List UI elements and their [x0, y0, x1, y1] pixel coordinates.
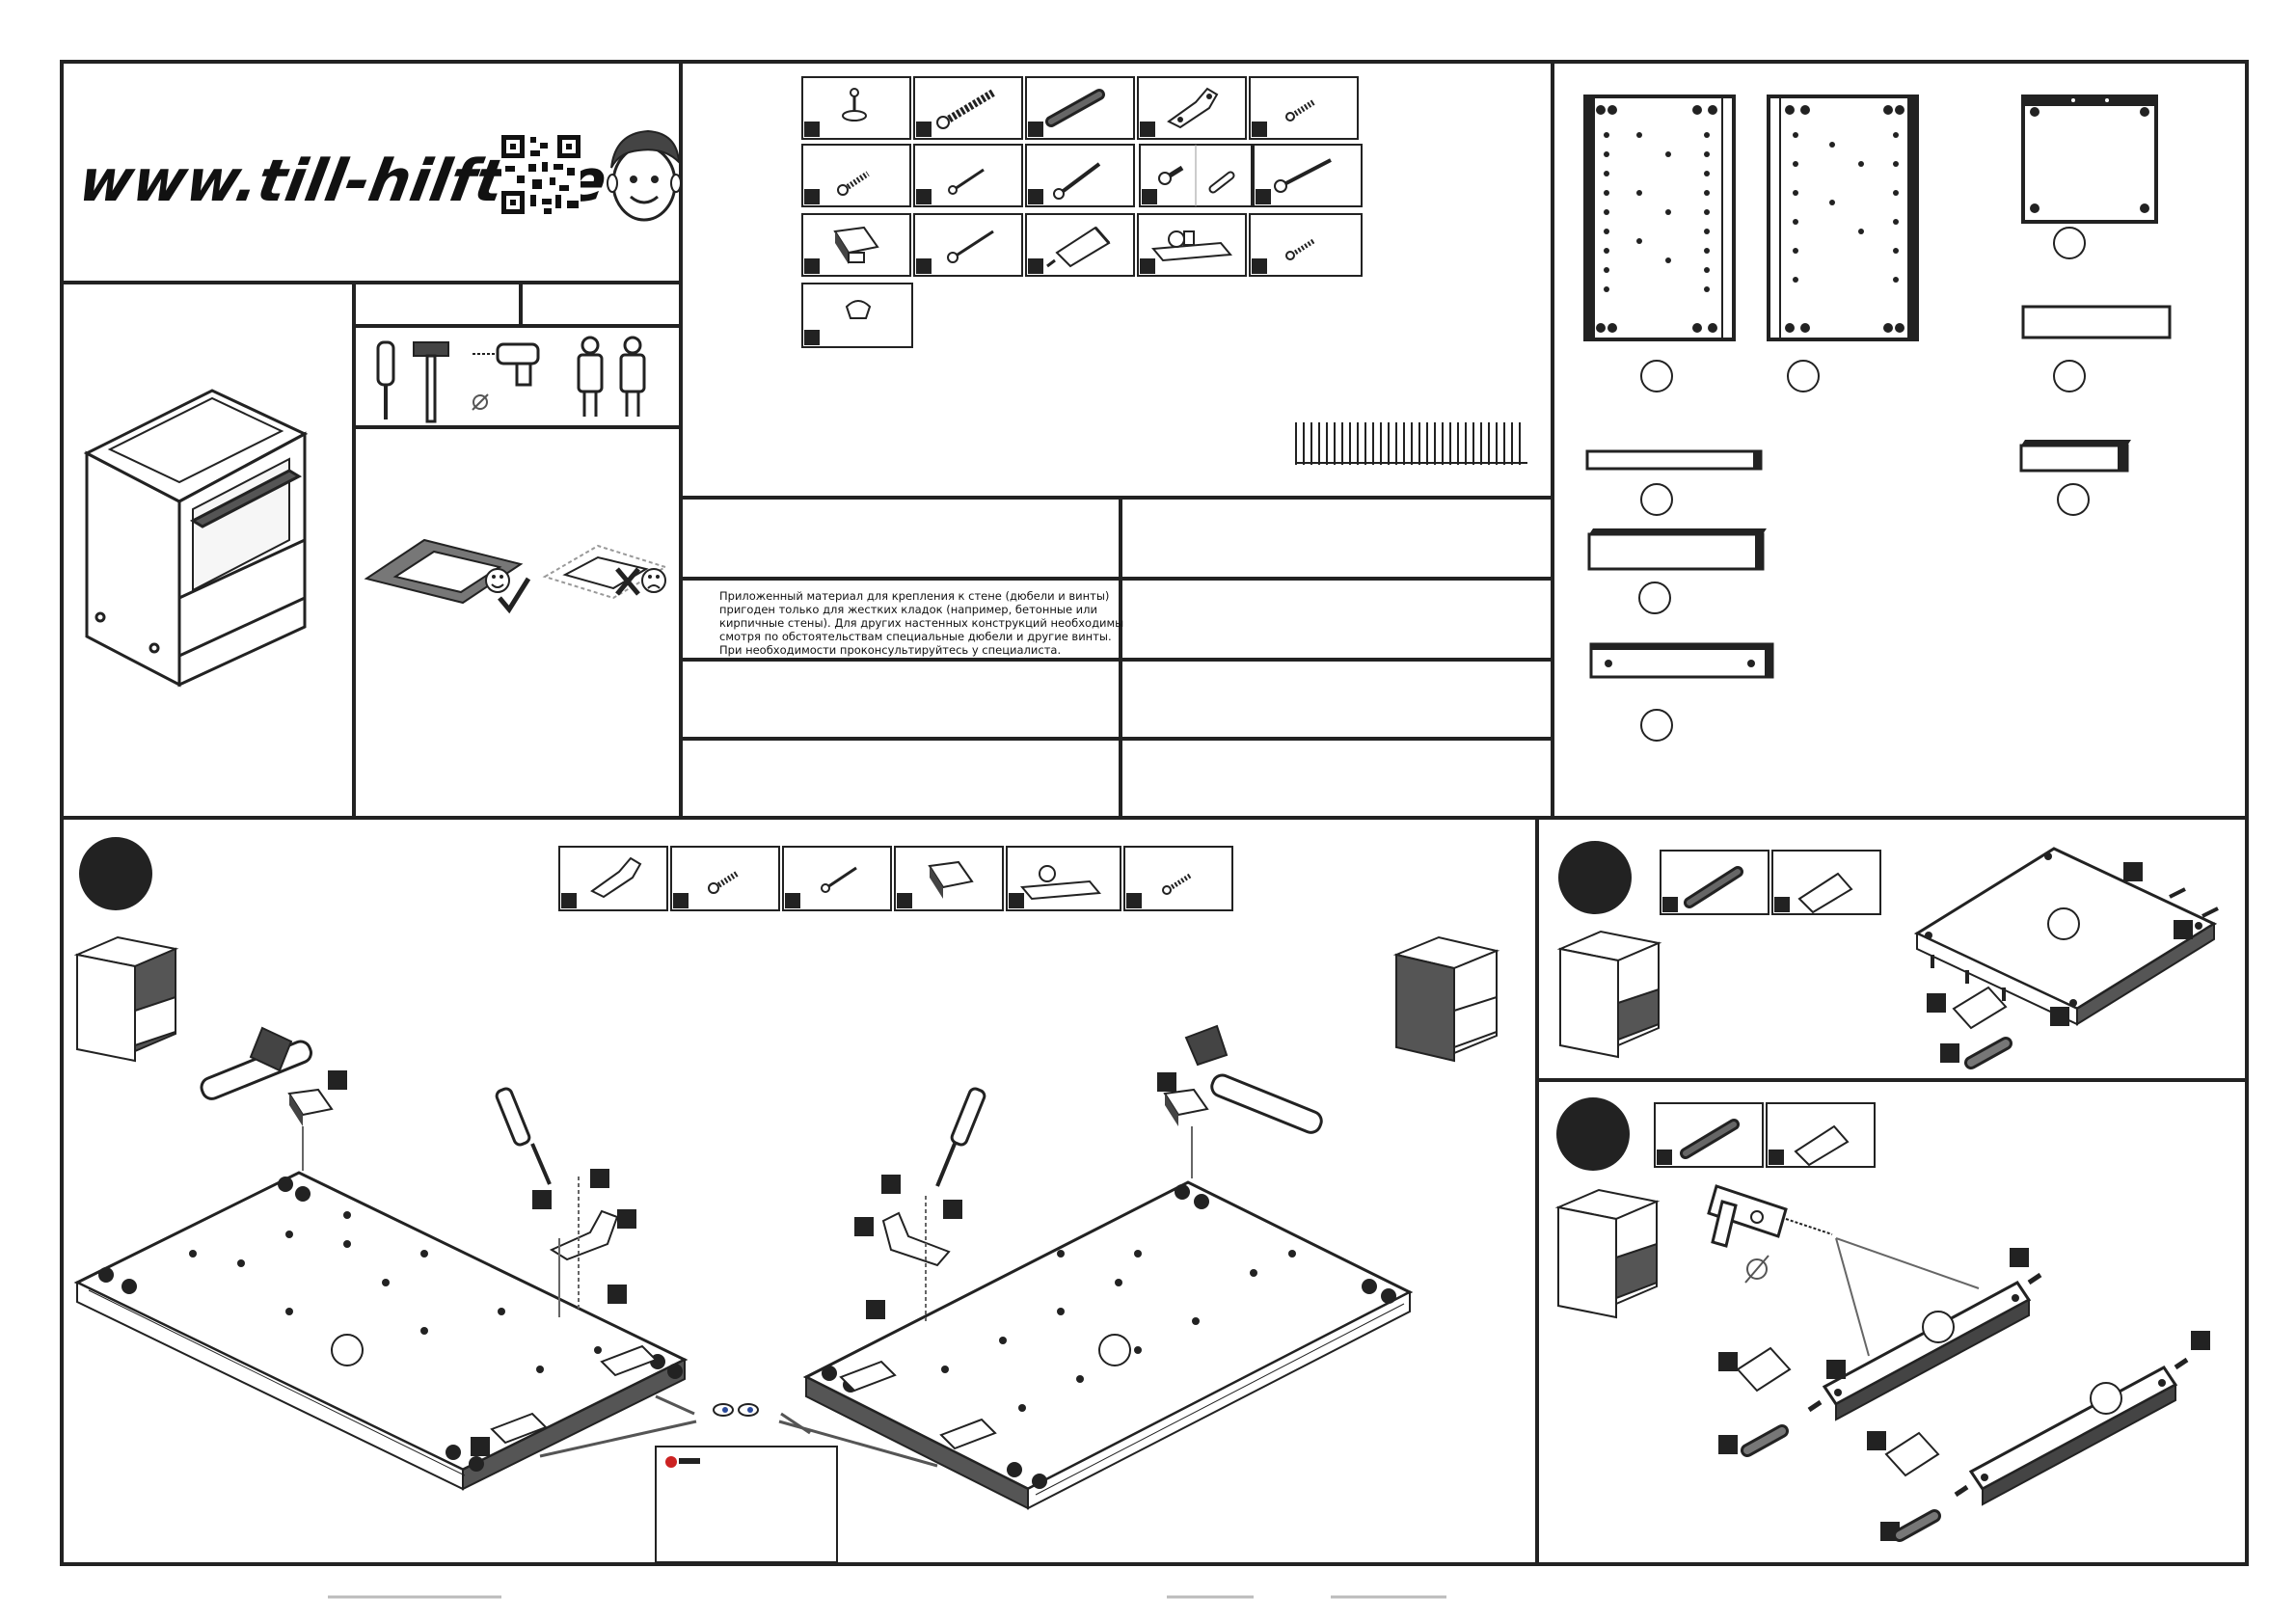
header-branding: www.till-hilft.de	[74, 129, 682, 222]
sad-face-icon	[641, 568, 666, 593]
sheet-frame	[60, 60, 2249, 1566]
angle-bracket-icon	[1167, 87, 1219, 129]
hardware-parts-grid	[801, 76, 1363, 348]
screwdriver-icon	[495, 1087, 552, 1185]
side-panel-drawing	[1767, 95, 1919, 392]
rail-part-drawing	[1589, 642, 1774, 742]
wooden-dowel-icon	[1964, 1037, 2012, 1069]
shelf-support-icon	[1163, 1088, 1209, 1126]
product-overview-drawing	[83, 389, 309, 688]
top-panel-drawing	[2021, 95, 2158, 259]
eyes-icon	[713, 1403, 759, 1417]
rail-part-drawing	[1585, 449, 1763, 516]
happy-face-icon	[485, 568, 510, 593]
floor-protection-hint	[364, 538, 668, 614]
measuring-scale	[1295, 422, 1527, 465]
screwdriver-icon	[935, 1087, 986, 1187]
brand-mark-icon	[665, 1456, 700, 1468]
wood-screw-icon	[821, 866, 857, 893]
long-wood-screw-icon	[1274, 158, 1332, 193]
wood-screw-icon	[948, 168, 985, 195]
cabinet-orientation-icon	[1554, 1188, 1661, 1319]
glue-tube-icon	[1736, 1346, 1792, 1393]
two-persons-icon	[577, 336, 646, 417]
glue-tube-icon	[1794, 1124, 1850, 1167]
top-panel-assembly	[1913, 847, 2219, 1026]
cam-lock-fitting-icon	[1151, 230, 1232, 262]
drill-icon	[1707, 1184, 1833, 1284]
glue-tube-icon	[1797, 872, 1853, 914]
checkmark-icon	[498, 577, 531, 614]
mascot-face-icon	[607, 129, 682, 222]
angle-bracket-icon	[590, 856, 642, 899]
wall-mounting-notice: Приложенный материал для крепления к сте…	[719, 589, 1123, 657]
glue-tube-icon	[1046, 226, 1111, 268]
wooden-dowel-icon	[1045, 89, 1105, 127]
step-marker	[79, 837, 152, 910]
cabinet-orientation-icon	[1392, 935, 1500, 1063]
wooden-dowel-icon	[1684, 866, 1743, 908]
screw-and-wall-plug-icon	[1158, 145, 1235, 206]
cover-cap-icon	[845, 300, 872, 319]
notice-line: При необходимости проконсультируйтесь у …	[719, 643, 1061, 657]
step-marker	[1558, 841, 1632, 914]
notice-line: Приложенный материал для крепления к сте…	[719, 589, 1109, 603]
notice-line: пригоден только для жестких кладок (напр…	[719, 603, 1097, 616]
block-part-drawing	[2019, 440, 2131, 516]
screwdriver-icon	[376, 340, 395, 419]
short-screw-icon	[1285, 99, 1315, 122]
angle-bracket-icon	[881, 1211, 951, 1267]
panel-parts-list	[1583, 95, 2172, 742]
rail-assembly	[1954, 1357, 2189, 1506]
shelf-support-icon	[287, 1088, 334, 1126]
tools-row	[376, 336, 646, 423]
angle-bracket-icon	[549, 1209, 619, 1261]
side-panel-drawing	[1583, 95, 1736, 392]
cross-icon	[615, 567, 640, 596]
hammer-icon	[1184, 1024, 1323, 1134]
shelf-support-icon	[928, 860, 974, 899]
side-panel-assembly-left	[73, 1171, 689, 1491]
small-screw-icon	[1285, 238, 1315, 260]
wooden-dowel-icon	[1741, 1424, 1789, 1457]
rail-assembly	[1807, 1272, 2042, 1421]
nail-icon	[947, 230, 994, 263]
short-screw-icon	[837, 171, 870, 196]
step-marker	[1556, 1097, 1630, 1171]
drill-icon	[472, 342, 540, 411]
notice-line: смотря по обстоятельствам специальные дю…	[719, 630, 1112, 643]
glue-tube-icon	[1884, 1431, 1940, 1477]
notice-line: кирпичные стены). Для других настенных к…	[719, 616, 1123, 630]
levelling-foot-icon	[842, 88, 867, 122]
hammer-icon	[413, 341, 449, 423]
side-panel-assembly-right	[802, 1180, 1414, 1510]
wooden-dowel-icon	[1893, 1509, 1941, 1542]
cabinet-orientation-icon	[1556, 930, 1662, 1059]
wooden-dowel-icon	[1680, 1119, 1740, 1159]
assembly-step-2	[1556, 841, 2219, 1069]
qr-code-icon	[501, 135, 581, 214]
cam-lock-fitting-icon	[1020, 865, 1101, 901]
cabinet-orientation-icon	[73, 935, 179, 1063]
rail-part-drawing	[1587, 528, 1767, 614]
short-screw-icon	[708, 871, 739, 894]
assembly-step-3	[1554, 1097, 2210, 1542]
long-screw-icon	[936, 89, 996, 129]
strip-part-drawing	[2021, 305, 2172, 392]
shelf-support-icon	[833, 226, 879, 264]
detail-callout-box	[655, 1446, 838, 1563]
glue-tube-icon	[1952, 986, 2008, 1030]
hammer-icon	[200, 1026, 312, 1100]
assembly-step-1	[73, 837, 1500, 1563]
small-screw-icon	[1162, 873, 1192, 895]
wood-screw-icon	[1053, 162, 1101, 200]
